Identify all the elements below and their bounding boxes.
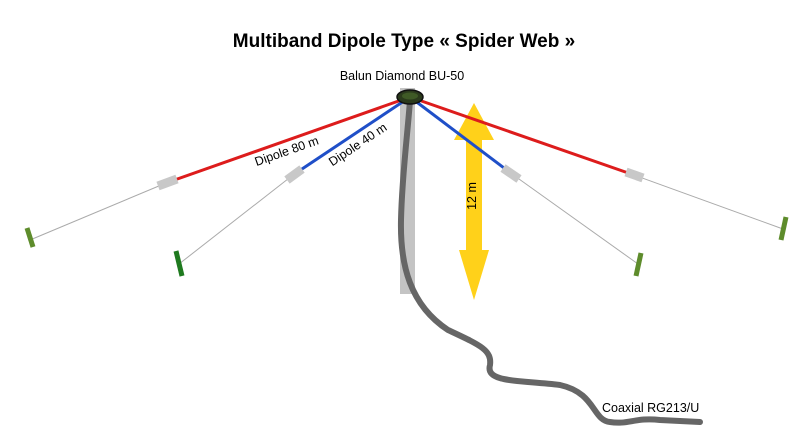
guy-ropes <box>29 173 784 265</box>
guy-rope-near-left <box>178 174 294 265</box>
guy-rope-far-right <box>633 174 784 230</box>
insulator-near-right <box>500 164 522 183</box>
anchor-far-right <box>778 216 789 241</box>
height-arrow <box>454 103 494 300</box>
dipole-40m-left-wire <box>292 95 411 177</box>
insulator-far-right <box>624 167 645 183</box>
dipole-80m-wires <box>165 95 635 185</box>
diagram-title: Multiband Dipole Type « Spider Web » <box>233 31 575 52</box>
guy-rope-far-left <box>29 182 167 241</box>
dipole-40m-label: Dipole 40 m <box>326 120 389 169</box>
insulator-near-left <box>284 165 305 184</box>
dipole-40m-right-wire <box>409 95 513 176</box>
coaxial-cable <box>397 97 703 426</box>
dipole-80m-left-wire <box>165 95 411 185</box>
insulator-far-left <box>156 174 179 191</box>
dipole-40m-wires <box>292 95 513 177</box>
anchor-near-right <box>633 252 644 277</box>
coax-label: Coaxial RG213/U <box>602 401 699 415</box>
anchor-near-left <box>173 250 185 277</box>
guy-rope-near-right <box>511 173 639 265</box>
height-label: 12 m <box>465 182 479 210</box>
dipole-80m-right-wire <box>409 95 635 177</box>
anchor-far-left <box>24 227 36 248</box>
insulators <box>156 164 645 191</box>
balun <box>396 89 424 105</box>
ground-anchors <box>24 216 789 277</box>
balun-label: Balun Diamond BU-50 <box>340 69 464 83</box>
